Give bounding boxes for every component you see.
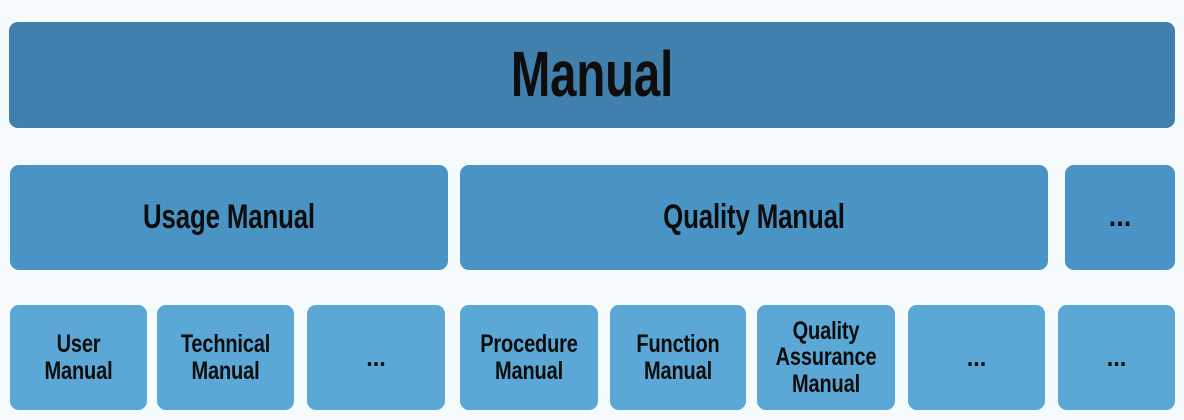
node-label: Quality Assurance Manual [775, 316, 877, 398]
node-label: Procedure Manual [480, 330, 578, 385]
node-label: Technical Manual [180, 330, 271, 385]
node-more-quality[interactable]: ... [908, 305, 1045, 410]
node-more-level2[interactable]: ... [1065, 165, 1175, 270]
node-quality-assurance-manual[interactable]: Quality Assurance Manual [757, 305, 895, 410]
node-quality-manual[interactable]: Quality Manual [460, 165, 1048, 270]
node-more-usage[interactable]: ... [307, 305, 445, 410]
node-user-manual[interactable]: User Manual [10, 305, 147, 410]
node-label: ... [966, 341, 987, 372]
node-label: ... [366, 341, 386, 372]
node-manual[interactable]: Manual [9, 22, 1175, 128]
node-more-level3[interactable]: ... [1058, 305, 1175, 410]
node-label: Quality Manual [663, 198, 845, 237]
node-label: ... [1108, 200, 1132, 234]
node-label: User Manual [44, 330, 113, 385]
node-procedure-manual[interactable]: Procedure Manual [460, 305, 598, 410]
node-label: Usage Manual [143, 198, 315, 237]
node-label: Function Manual [636, 330, 720, 385]
node-technical-manual[interactable]: Technical Manual [157, 305, 294, 410]
node-label: Manual [510, 38, 674, 111]
node-usage-manual[interactable]: Usage Manual [10, 165, 448, 270]
node-label: ... [1106, 341, 1127, 372]
node-function-manual[interactable]: Function Manual [610, 305, 746, 410]
